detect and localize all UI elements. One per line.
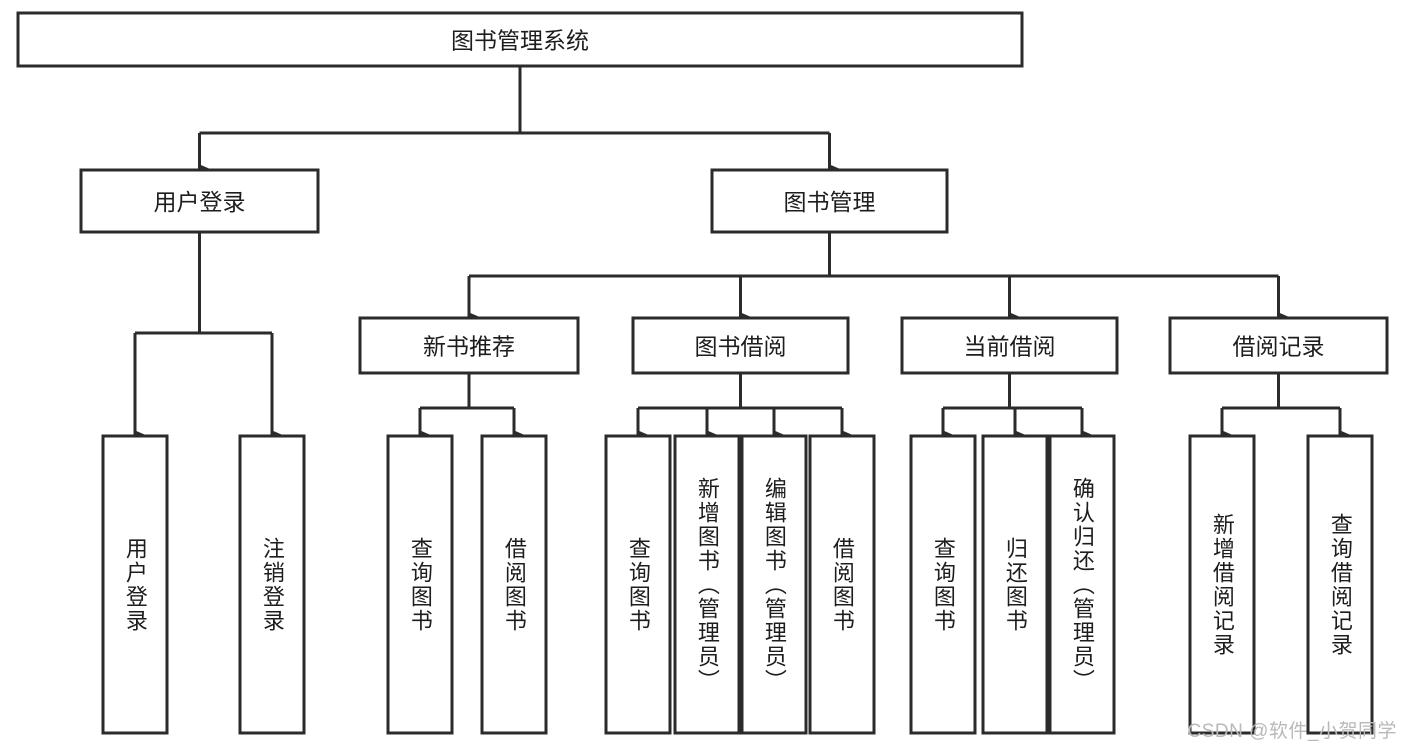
level3-node-3-label: 借阅记录 [1233, 334, 1325, 360]
level3-node-0-label: 新书推荐 [423, 334, 515, 360]
connector-edges [133, 66, 1353, 442]
level2-node-1-label: 图书管理 [784, 189, 876, 215]
level3-node-2-label: 当前借阅 [964, 334, 1056, 360]
leaf-node-9[interactable] [981, 434, 1049, 735]
leaf-node-8[interactable] [909, 434, 977, 735]
watermark-text: CSDN @软件_小贺同学 [1187, 721, 1397, 742]
level3-node-1[interactable]: 图书借阅 [631, 316, 850, 375]
level2-node-0-label: 用户登录 [154, 189, 246, 215]
leaf-node-12[interactable] [1306, 434, 1374, 735]
level2-node-1[interactable]: 图书管理 [710, 168, 949, 234]
leaf-node-1[interactable] [238, 434, 306, 735]
level3-node-2[interactable]: 当前借阅 [900, 316, 1119, 375]
level3-node-1-label: 图书借阅 [695, 334, 787, 360]
leaf-node-10[interactable] [1048, 434, 1116, 735]
level3-node-3[interactable]: 借阅记录 [1168, 316, 1389, 375]
level3-node-1-rect[interactable] [631, 316, 850, 375]
leaf-node-4[interactable] [604, 434, 672, 735]
leaf-node-0[interactable] [101, 434, 169, 735]
level2-node-0-rect[interactable] [79, 168, 320, 234]
level3-node-2-rect[interactable] [900, 316, 1119, 375]
level3-node-0[interactable]: 新书推荐 [358, 316, 580, 375]
leaf-node-11[interactable] [1188, 434, 1256, 735]
leaf-node-5[interactable] [673, 434, 741, 735]
root-node-book-management-system-rect[interactable] [16, 11, 1024, 68]
level2-node-1-rect[interactable] [710, 168, 949, 234]
level3-node-3-rect[interactable] [1168, 316, 1389, 375]
level2-node-0[interactable]: 用户登录 [79, 168, 320, 234]
leaf-node-7[interactable] [808, 434, 876, 735]
leaf-node-6[interactable] [740, 434, 808, 735]
level3-node-0-rect[interactable] [358, 316, 580, 375]
leaf-node-3[interactable] [480, 434, 548, 735]
leaf-node-2[interactable] [386, 434, 454, 735]
root-node-book-management-system-label: 图书管理系统 [451, 28, 589, 54]
root-node-book-management-system[interactable]: 图书管理系统 [16, 11, 1024, 68]
